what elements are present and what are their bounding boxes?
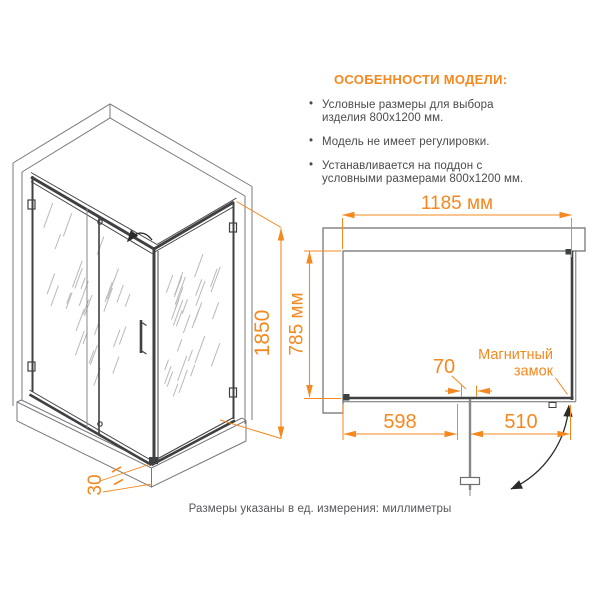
dimension-785: 785 мм — [287, 250, 341, 399]
wall-bracket — [27, 199, 36, 210]
isometric-view: 1850 30 — [12, 103, 285, 496]
features-title: ОСОБЕННОСТИ МОДЕЛИ: — [334, 72, 508, 87]
feature-item: Устанавливается на поддон с условными ра… — [309, 159, 527, 186]
dimension-1850-label: 1850 — [251, 310, 274, 357]
dimension-70-label: 70 — [433, 356, 455, 378]
dimension-510-label: 510 — [504, 411, 537, 433]
plan-side-glass — [565, 249, 577, 402]
door-handle — [139, 320, 147, 355]
magnetic-lock-label-line2: замок — [514, 364, 554, 380]
glass-hatching-right — [164, 253, 221, 397]
door-pivot-top — [97, 219, 103, 225]
dimension-598: 598 — [342, 404, 458, 440]
glass-bracket — [565, 249, 572, 255]
wall-bracket — [228, 387, 238, 398]
door-swing-arc — [510, 404, 573, 490]
feature-item: Условные размеры для выбора изделия 800x… — [309, 98, 527, 125]
plan-open-door — [459, 399, 481, 496]
wall-bracket — [27, 361, 36, 372]
plan-door-handle — [459, 476, 481, 486]
dimension-1185-label: 1185 мм — [421, 193, 493, 214]
dimension-1850: 1850 — [219, 201, 285, 440]
dimension-1185: 1185 мм — [341, 193, 573, 257]
features-list: Условные размеры для выбора изделия 800x… — [308, 98, 538, 186]
base-tray — [16, 399, 247, 488]
units-footnote: Размеры указаны в ед. измерения: миллиме… — [188, 503, 452, 515]
dimension-785-label: 785 мм — [287, 292, 308, 355]
plan-walls — [322, 227, 586, 414]
dimension-598-label: 598 — [383, 411, 416, 433]
plan-front-glass — [343, 394, 576, 408]
dimension-70: 70 — [433, 356, 492, 397]
door-pivot-bottom — [97, 421, 103, 427]
room-walls — [12, 103, 253, 424]
door-open-arrow — [126, 229, 153, 242]
enclosure-frame — [27, 172, 238, 467]
magnetic-lock-label-line1: Магнитный — [478, 347, 553, 363]
dimension-510: 510 — [470, 405, 571, 440]
features-panel: ОСОБЕННОСТИ МОДЕЛИ: Условные размеры для… — [308, 72, 538, 196]
plan-view: 1185 мм 785 мм 598 510 — [287, 193, 586, 496]
dimension-30-label: 30 — [85, 474, 106, 495]
wall-bracket — [228, 222, 238, 233]
feature-item: Модель не имеет регулировки. — [309, 135, 527, 149]
dimension-30: 30 — [85, 464, 153, 496]
magnetic-lock-bracket — [548, 402, 557, 408]
glass-bracket — [343, 394, 350, 401]
magnetic-lock-label: Магнитный замок — [478, 347, 568, 395]
